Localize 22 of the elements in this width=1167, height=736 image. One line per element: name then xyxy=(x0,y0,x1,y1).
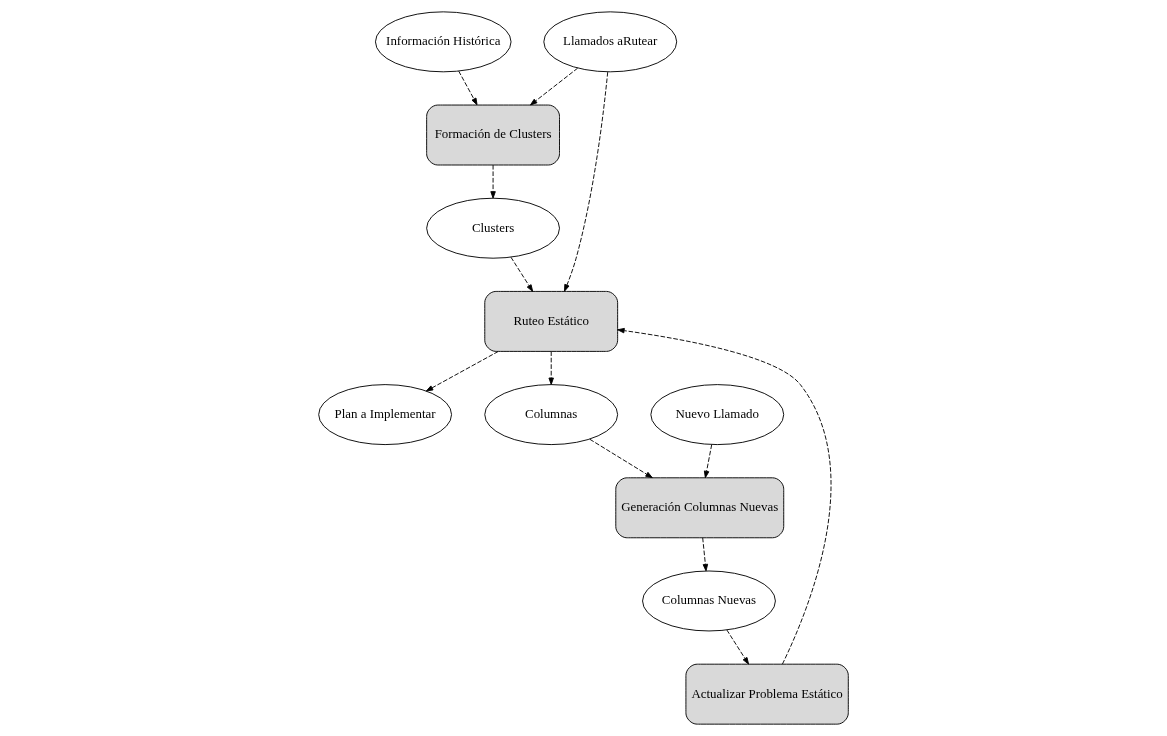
arrow xyxy=(703,444,713,479)
arrow xyxy=(564,71,609,292)
arrow xyxy=(589,438,653,479)
arrow xyxy=(530,67,579,106)
arrow xyxy=(702,537,709,572)
node-box: Generación Columnas Nuevas xyxy=(615,477,785,539)
node-ellipse: Nuevo Llamado xyxy=(650,384,785,446)
arrow xyxy=(510,256,534,292)
arrow xyxy=(726,629,749,665)
node-ellipse: Llamados aRutear xyxy=(543,11,678,73)
node-box: Formación de Clusters xyxy=(426,104,560,166)
node-ellipse: Clusters xyxy=(426,197,560,259)
arrow xyxy=(617,327,832,665)
node-ellipse: Información Histórica xyxy=(375,11,512,73)
arrow xyxy=(425,351,499,392)
arrow xyxy=(458,70,478,106)
node-ellipse: Columnas xyxy=(484,384,619,446)
node-ellipse: Columnas Nuevas xyxy=(642,570,776,632)
arrow xyxy=(490,164,496,199)
arrow xyxy=(548,351,554,385)
node-box: Ruteo Estático xyxy=(484,290,619,352)
node-box: Actualizar Problema Estático xyxy=(685,663,849,725)
